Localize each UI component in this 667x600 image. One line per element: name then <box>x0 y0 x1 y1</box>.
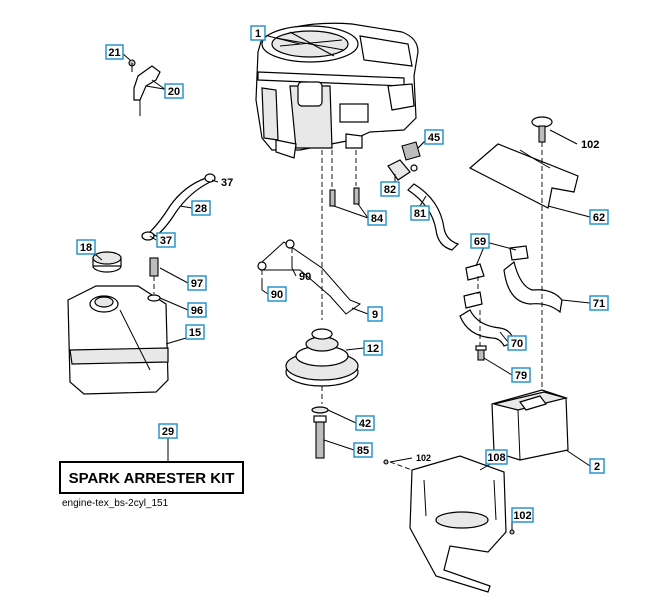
svg-text:102: 102 <box>581 139 599 151</box>
callout-108: 108 <box>485 449 508 465</box>
callout-84: 84 <box>367 210 387 226</box>
callout-21: 21 <box>105 44 124 60</box>
svg-text:102: 102 <box>513 510 531 522</box>
svg-text:70: 70 <box>511 338 523 350</box>
svg-text:1: 1 <box>255 28 261 40</box>
washer-part <box>311 406 329 414</box>
callout-97: 97 <box>187 275 207 291</box>
svg-text:15: 15 <box>189 327 201 339</box>
spark-arrester-kit-box: SPARK ARRESTER KIT <box>59 461 244 494</box>
assembly-lines <box>153 142 543 471</box>
dipstick-tube-part <box>141 173 216 241</box>
svg-text:96: 96 <box>191 305 203 317</box>
svg-text:84: 84 <box>371 213 384 225</box>
muffler-guard-part <box>409 455 507 593</box>
svg-text:102: 102 <box>416 453 431 463</box>
svg-text:29: 29 <box>162 426 174 438</box>
svg-text:21: 21 <box>108 47 120 59</box>
callout-1: 1 <box>250 25 266 41</box>
svg-text:37: 37 <box>160 235 172 247</box>
label-90-right: 90 <box>299 271 311 283</box>
svg-text:9: 9 <box>372 309 378 321</box>
svg-text:42: 42 <box>359 418 371 430</box>
shield-bolt-part <box>531 116 553 143</box>
heat-shield-part <box>468 143 579 209</box>
engine-mount-bolts-part <box>329 187 360 207</box>
callout-45: 45 <box>424 129 444 145</box>
callout-12: 12 <box>363 340 383 356</box>
callout-69: 69 <box>470 233 490 249</box>
callout-37-bottom: 37 <box>156 232 176 248</box>
callout-29: 29 <box>158 423 178 439</box>
svg-text:79: 79 <box>515 370 527 382</box>
svg-text:37: 37 <box>221 177 233 189</box>
spark-arrester-kit-label: SPARK ARRESTER KIT <box>69 470 235 487</box>
oil-drain-fitting-part <box>387 159 418 181</box>
svg-text:69: 69 <box>474 236 486 248</box>
callout-82: 82 <box>380 181 400 197</box>
svg-text:2: 2 <box>594 461 600 473</box>
callout-15: 15 <box>185 324 205 340</box>
fuel-cap-part <box>92 251 122 273</box>
svg-text:71: 71 <box>593 298 605 310</box>
svg-text:18: 18 <box>80 242 92 254</box>
svg-text:81: 81 <box>414 208 426 220</box>
fuel-tank-part <box>67 285 169 395</box>
callout-28: 28 <box>191 200 211 216</box>
svg-text:90: 90 <box>271 289 283 301</box>
svg-text:90: 90 <box>299 271 311 283</box>
svg-text:108: 108 <box>487 452 505 464</box>
svg-text:62: 62 <box>593 212 605 224</box>
svg-text:82: 82 <box>384 184 396 196</box>
callout-85: 85 <box>353 442 373 458</box>
svg-text:20: 20 <box>168 86 180 98</box>
callout-81: 81 <box>410 205 430 221</box>
label-102-top: 102 <box>581 139 599 151</box>
svg-text:85: 85 <box>357 445 369 457</box>
callout-102-bottom: 102 <box>511 507 534 523</box>
exhaust-pipe-part <box>459 260 563 347</box>
callout-2: 2 <box>589 458 605 474</box>
svg-text:97: 97 <box>191 278 203 290</box>
exhaust-gasket-part <box>463 245 529 309</box>
callout-20: 20 <box>164 83 184 99</box>
svg-text:45: 45 <box>428 132 440 144</box>
svg-text:28: 28 <box>195 203 207 215</box>
label-102-middle: 102 <box>416 453 431 463</box>
callout-90-left: 90 <box>267 286 287 302</box>
callout-71: 71 <box>589 295 609 311</box>
oil-drain-hose-part <box>407 183 460 251</box>
callout-62: 62 <box>589 209 609 225</box>
diagram-caption: engine-tex_bs-2cyl_151 <box>62 498 169 509</box>
callout-96: 96 <box>187 302 207 318</box>
engine-assembly <box>255 22 419 159</box>
throttle-control-part <box>128 59 171 116</box>
pulley-part <box>285 328 359 387</box>
muffler-part <box>491 389 569 461</box>
callout-18: 18 <box>76 239 96 255</box>
belt-guide-part <box>257 239 362 315</box>
label-37-top: 37 <box>221 177 233 189</box>
callout-42: 42 <box>355 415 375 431</box>
callout-79: 79 <box>511 367 531 383</box>
exhaust-bolt-part <box>475 345 487 361</box>
callout-9: 9 <box>367 306 383 322</box>
callout-70: 70 <box>507 335 527 351</box>
crankshaft-bolt-part <box>313 415 327 459</box>
svg-text:12: 12 <box>367 343 379 355</box>
